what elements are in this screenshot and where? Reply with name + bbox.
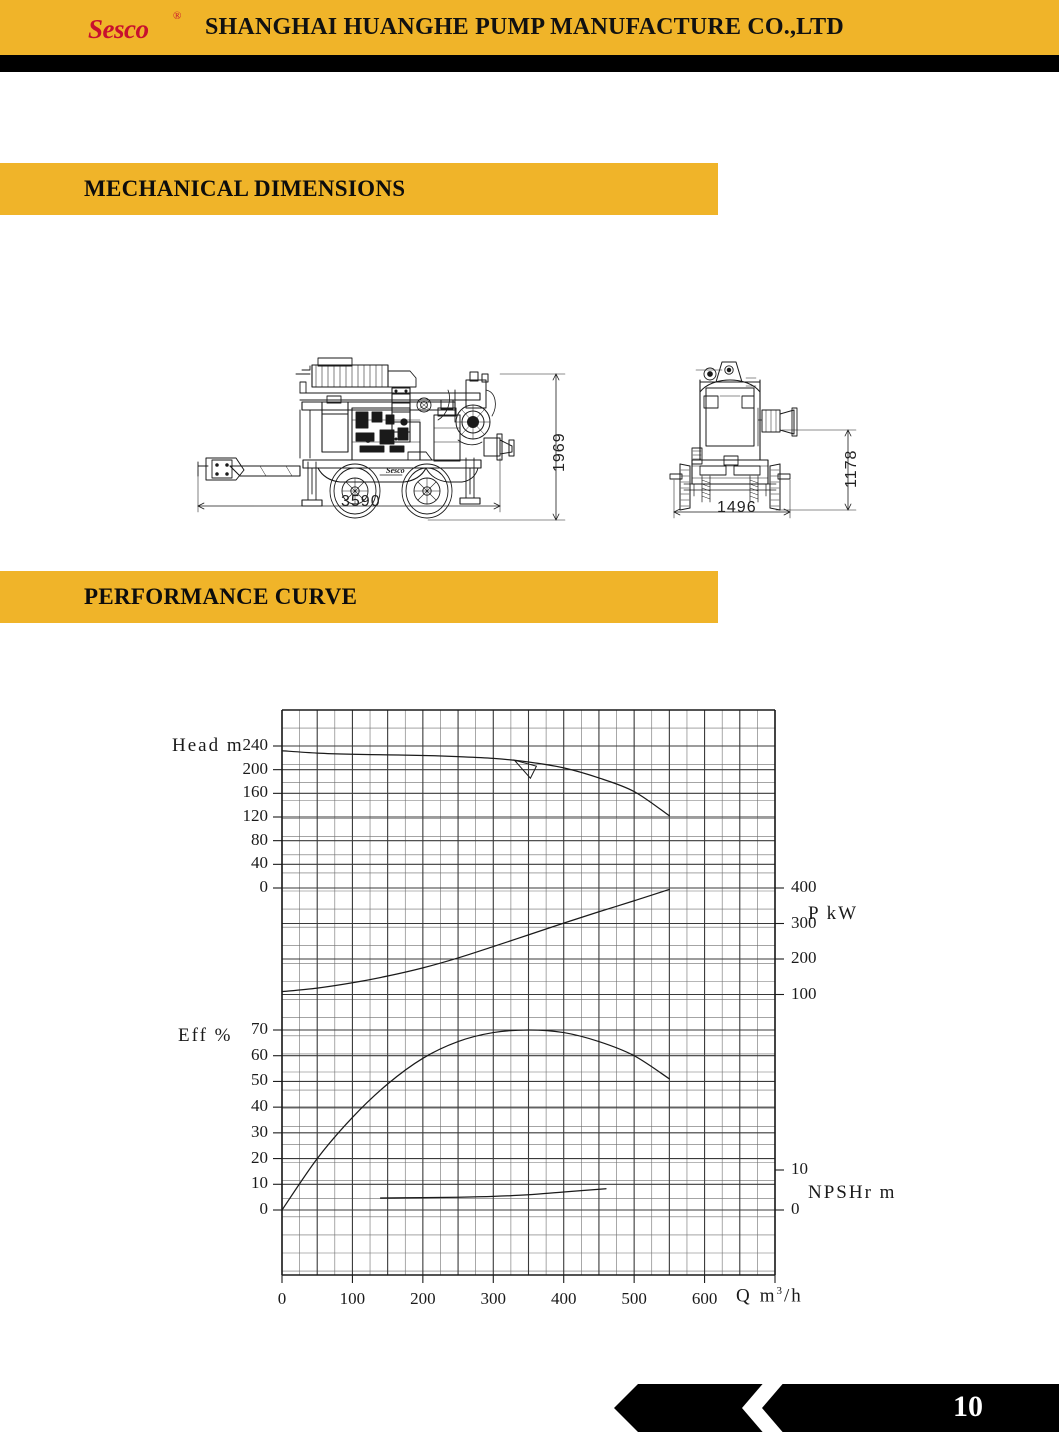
curve-p bbox=[281, 888, 670, 993]
page-header-bar bbox=[0, 0, 1059, 55]
curve-npshr bbox=[379, 1188, 607, 1199]
tick-head-80: 80 bbox=[251, 829, 268, 849]
chart-curves bbox=[281, 750, 670, 1211]
tick-eff-70: 70 bbox=[251, 1019, 268, 1038]
tick-eff-10: 10 bbox=[251, 1173, 268, 1193]
tick-head-160: 160 bbox=[242, 782, 269, 802]
logo-wordmark: Sesco bbox=[88, 14, 149, 44]
tick-head-240: 240 bbox=[242, 735, 269, 754]
chart-duty-point-marker bbox=[512, 759, 538, 780]
tick-flow-200: 200 bbox=[410, 1289, 436, 1308]
tick-power-300: 300 bbox=[791, 912, 817, 932]
section-title-mechanical-dimensions: MECHANICAL DIMENSIONS bbox=[84, 176, 406, 201]
axis-title-eff: Eff % bbox=[178, 1025, 233, 1046]
flow-unit-rest: /h bbox=[784, 1285, 803, 1307]
performance-curve-svg bbox=[273, 709, 784, 1283]
axis-title-head: Head m bbox=[172, 735, 244, 756]
side-view-height-label: 1969 bbox=[551, 432, 568, 472]
footer-banner bbox=[614, 1380, 1059, 1436]
tick-eff-60: 60 bbox=[251, 1044, 268, 1064]
tick-eff-30: 30 bbox=[251, 1121, 268, 1141]
section-banner-mechanical-dimensions: MECHANICAL DIMENSIONS bbox=[0, 163, 718, 215]
tick-head-120: 120 bbox=[242, 806, 269, 825]
side-view-length-label: 3590 bbox=[341, 493, 381, 510]
registered-trademark-icon: ® bbox=[173, 10, 182, 22]
tick-flow-600: 600 bbox=[691, 1289, 718, 1308]
company-name: SHANGHAI HUANGHE PUMP MANUFACTURE CO.,LT… bbox=[205, 14, 844, 40]
chart-axis-bands bbox=[281, 709, 776, 1276]
curve-eff bbox=[281, 1029, 670, 1211]
tick-flow-0: 0 bbox=[277, 1289, 287, 1308]
drawings-svg: Sesco bbox=[197, 357, 857, 521]
tick-head-0: 0 bbox=[259, 877, 269, 896]
page-number: 10 bbox=[953, 1390, 983, 1423]
tick-power-100: 100 bbox=[791, 983, 817, 1003]
tick-flow-100: 100 bbox=[339, 1289, 366, 1308]
tick-eff-40: 40 bbox=[251, 1096, 268, 1116]
tick-power-400: 400 bbox=[791, 877, 817, 896]
tick-eff-20: 20 bbox=[251, 1147, 268, 1167]
front-view-height-label: 1178 bbox=[843, 449, 860, 488]
tick-head-40: 40 bbox=[251, 853, 268, 873]
chart-ticks bbox=[273, 745, 784, 1283]
mechanical-drawings: Sesco bbox=[0, 270, 1059, 540]
tick-power-200: 200 bbox=[791, 948, 817, 967]
header-black-rule bbox=[0, 55, 1059, 72]
chart-grid-major bbox=[281, 710, 776, 1275]
tick-eff-0: 0 bbox=[259, 1199, 269, 1218]
tick-flow-400: 400 bbox=[550, 1289, 577, 1308]
trailer-pump-side-view: Sesco bbox=[197, 357, 566, 521]
trailer-pump-front-view bbox=[669, 361, 857, 519]
section-banner-performance-curve: PERFORMANCE CURVE bbox=[0, 571, 718, 623]
sesco-logo: Sesco ® bbox=[88, 10, 198, 48]
section-title-performance-curve: PERFORMANCE CURVE bbox=[84, 584, 358, 609]
page-footer bbox=[0, 1378, 1059, 1438]
axis-title-npshr: NPSHr m bbox=[808, 1182, 897, 1203]
flow-unit-base: m bbox=[759, 1285, 777, 1307]
tick-npshr-0: 0 bbox=[791, 1199, 800, 1218]
front-view-width-label: 1496 bbox=[717, 499, 757, 516]
side-view-badge: Sesco bbox=[386, 466, 405, 475]
flow-unit-exponent: 3 bbox=[776, 1285, 785, 1297]
tick-flow-300: 300 bbox=[480, 1289, 507, 1308]
tick-head-200: 200 bbox=[242, 758, 269, 778]
curve-head bbox=[281, 750, 670, 817]
tick-flow-500: 500 bbox=[621, 1289, 647, 1308]
tick-eff-50: 50 bbox=[251, 1070, 268, 1090]
axis-title-power: P kW bbox=[808, 903, 859, 924]
flow-symbol: Q bbox=[736, 1285, 752, 1307]
tick-npshr-10: 10 bbox=[791, 1159, 808, 1178]
